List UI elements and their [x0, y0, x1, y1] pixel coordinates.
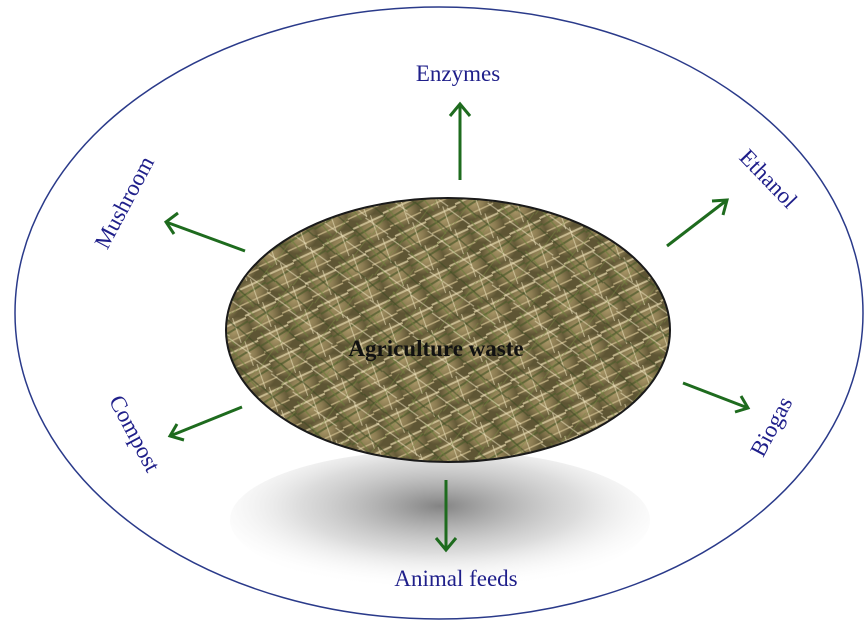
label-animal-feeds: Animal feeds [394, 566, 517, 591]
label-enzymes: Enzymes [416, 61, 500, 86]
agriculture-waste-image [226, 198, 670, 462]
center-label: Agriculture waste [348, 336, 523, 361]
